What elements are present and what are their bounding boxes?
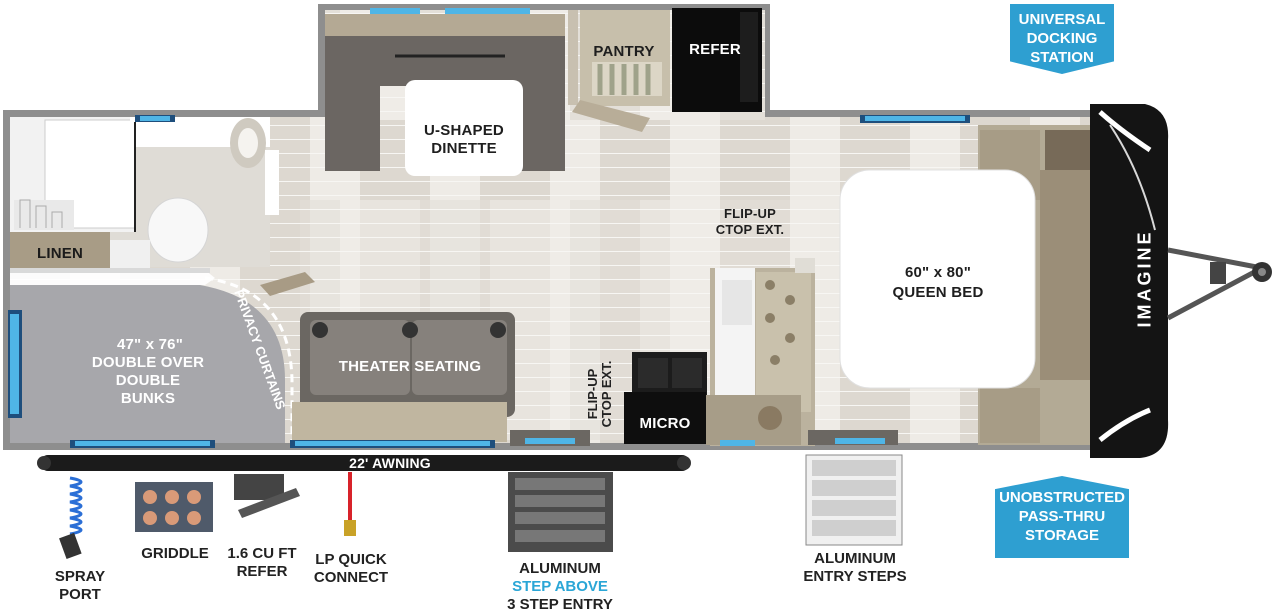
- theater-seating-graphic: [260, 272, 515, 442]
- micro-label: MICRO: [639, 415, 691, 432]
- pantry-refer: [572, 8, 762, 132]
- dinette-slide: [325, 8, 578, 176]
- step-above-graphic: [508, 472, 613, 552]
- bed-label: QUEEN BED: [892, 284, 984, 301]
- griddle-label: GRIDDLE: [141, 545, 209, 562]
- front-cap: [1090, 104, 1169, 458]
- flip-up-ctop-side-label: FLIP-UP CTOP EXT.: [585, 360, 614, 428]
- bedroom-graphic: [808, 115, 1090, 445]
- lp-connect-graphic: [344, 472, 356, 536]
- pass-thru-storage-text: UNOBSTRUCTED PASS-THRU STORAGE: [999, 489, 1125, 544]
- tongue: [1166, 247, 1272, 321]
- entry-steps-graphic: [805, 454, 903, 546]
- step-above-line1: ALUMINUM: [519, 560, 601, 577]
- step-above-line2: STEP ABOVE: [512, 578, 608, 595]
- griddle-graphic: [135, 482, 213, 532]
- awning-label: 22' AWNING: [349, 455, 431, 471]
- docking-station-text: UNIVERSAL DOCKING STATION: [1018, 11, 1106, 66]
- bathroom: [10, 115, 279, 270]
- windows-bottom: [70, 430, 590, 448]
- bunks-label: DOUBLE OVER DOUBLE BUNKS: [91, 354, 205, 407]
- brand-logo: IMAGINE: [1134, 229, 1155, 328]
- kitchen-graphic: [624, 258, 815, 446]
- outdoor-refer-label: 1.6 CU FT REFER: [227, 545, 297, 580]
- flip-up-ctop-top-label: FLIP-UP CTOP EXT.: [715, 206, 785, 237]
- lp-connect-label: LP QUICK CONNECT: [313, 551, 389, 586]
- outdoor-refer-graphic: [234, 474, 300, 518]
- step-above-label: ALUMINUM STEP ABOVE 3 STEP ENTRY: [500, 560, 620, 614]
- refer-label: REFER: [689, 41, 741, 58]
- pantry-label: PANTRY: [593, 43, 655, 60]
- dinette-label: U-SHAPED DINETTE: [424, 122, 504, 157]
- spray-port-label: SPRAY PORT: [54, 568, 106, 603]
- linen-label: LINEN: [37, 245, 83, 262]
- theater-seating-label: THEATER SEATING: [338, 358, 482, 375]
- bunks-size-label: 47" x 76": [116, 336, 184, 353]
- entry-steps-label: ALUMINUM ENTRY STEPS: [803, 550, 907, 585]
- docking-station-badge: UNIVERSAL DOCKING STATION: [1010, 4, 1114, 74]
- bunks: [8, 268, 294, 445]
- pass-thru-storage-badge: UNOBSTRUCTED PASS-THRU STORAGE: [995, 476, 1129, 558]
- spray-port-graphic: [59, 476, 83, 560]
- bed-size-label: 60" x 80": [904, 264, 972, 281]
- step-above-line3: 3 STEP ENTRY: [507, 596, 613, 613]
- awning-bar: [37, 455, 691, 471]
